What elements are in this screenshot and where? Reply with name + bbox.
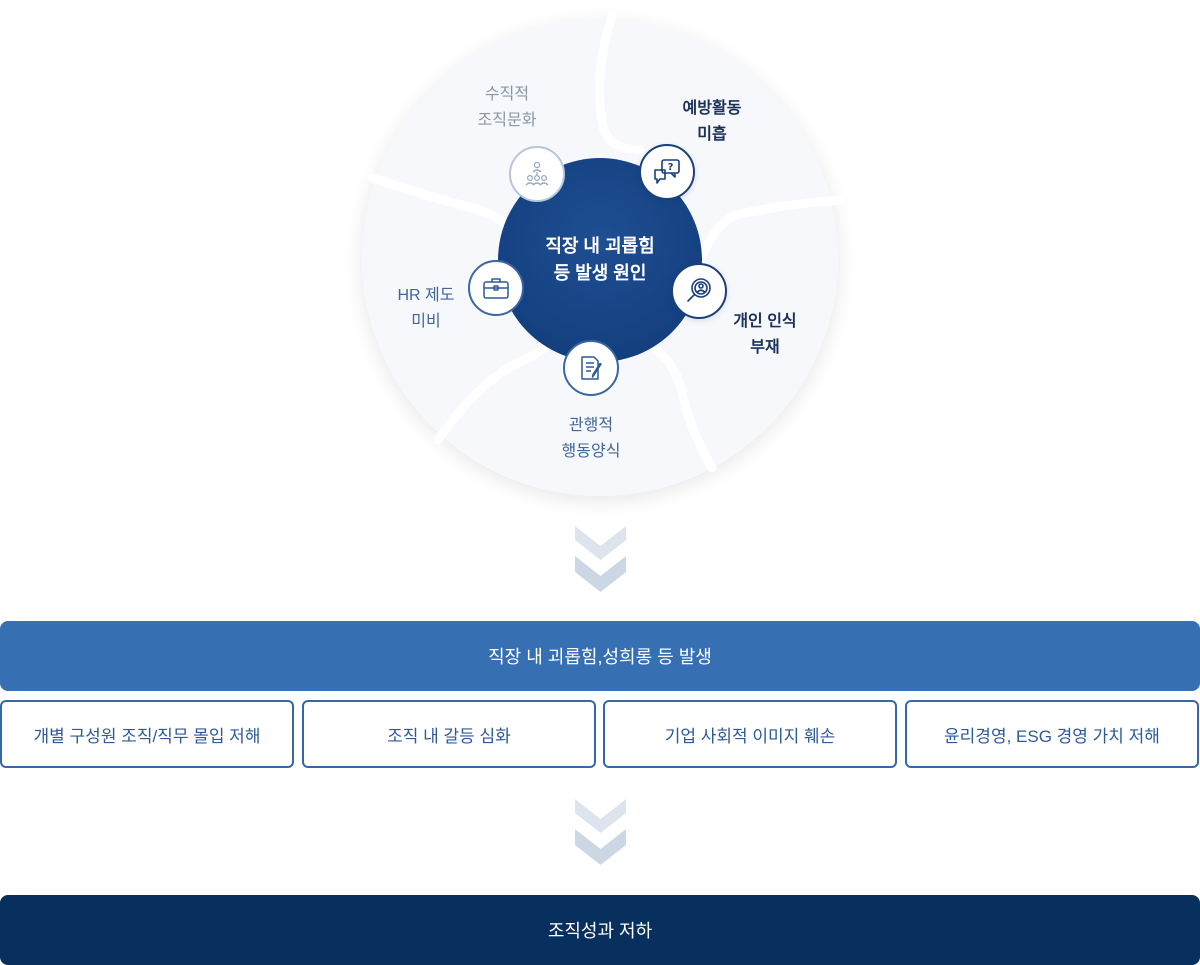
chevron-down-icon bbox=[575, 799, 626, 865]
ring-divider bbox=[595, 11, 645, 155]
svg-text:?: ? bbox=[668, 162, 674, 173]
effect-box: 조직 내 갈등 심화 bbox=[302, 700, 596, 768]
final-bar: 조직성과 저하 bbox=[0, 895, 1200, 965]
document-pen-icon bbox=[563, 340, 619, 396]
center-title-line1: 직장 내 괴롭힘 bbox=[545, 236, 655, 256]
speech-question-icon: ? bbox=[639, 144, 695, 200]
ring-divider bbox=[695, 195, 845, 267]
chevron-down-icon bbox=[575, 526, 626, 592]
people-hierarchy-icon bbox=[509, 146, 565, 202]
result-bar: 직장 내 괴롭힘,성희롱 등 발생 bbox=[0, 621, 1200, 691]
effect-box: 윤리경영, ESG 경영 가치 저해 bbox=[905, 700, 1199, 768]
briefcase-icon bbox=[468, 260, 524, 316]
magnifier-person-icon bbox=[671, 263, 727, 319]
cause-ring: 직장 내 괴롭힘 등 발생 원인 ? bbox=[362, 11, 845, 496]
center-title-line2: 등 발생 원인 bbox=[553, 263, 647, 283]
effect-box: 기업 사회적 이미지 훼손 bbox=[603, 700, 897, 768]
ring-divider bbox=[647, 341, 717, 473]
effect-box: 개별 구성원 조직/직무 몰입 저해 bbox=[0, 700, 294, 768]
